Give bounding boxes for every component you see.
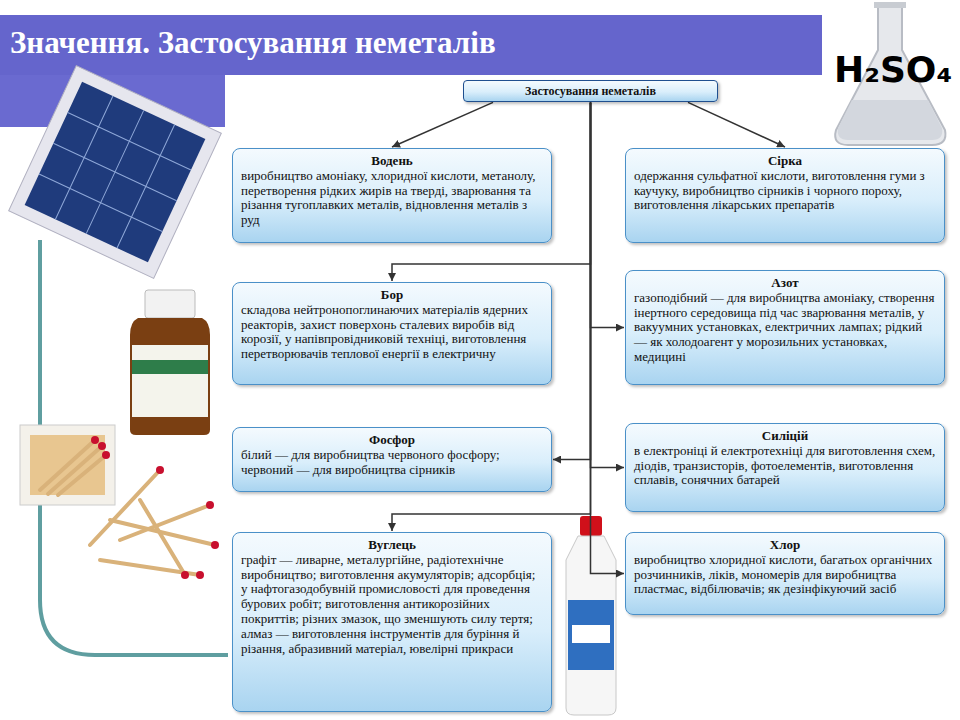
banner-band [0,15,822,75]
match [140,500,185,575]
panel-grid [25,82,206,263]
bottle-body [130,318,210,435]
box-heading: Азот [634,275,936,291]
label-stripe [132,360,208,374]
matchbox-tray [30,435,105,495]
box-heading: Застосування неметалів [470,84,711,98]
box-body: складова нейтронопоглинаючих матеріалів … [241,303,543,363]
panel-frame [9,66,222,279]
element-box: Воденьвиробництво амоніаку, хлоридної ки… [232,148,552,243]
connector-arrow [392,102,493,147]
root-box: Застосування неметалів [463,80,718,102]
matches-picture [20,425,219,579]
match-head [102,451,110,459]
box-heading: Хлор [634,537,936,553]
bottle-label [132,345,208,417]
box-body: виробництво хлоридної кислоти, багатьох … [634,553,936,598]
box-heading: Бор [241,287,543,303]
box-body: білий — для виробництва червоного фосфор… [241,448,543,478]
box-heading: Фосфор [241,432,543,448]
box-body: в електроніці й електротехніці для вигот… [634,444,936,489]
element-box: Сіркаодержання сульфатної кислоти, вигот… [625,148,945,243]
matchbox [20,425,115,505]
element-box: Фосфорбілий — для виробництва червоного … [232,427,552,492]
box-body: графіт — ливарне, металургійне, радіотех… [241,553,543,658]
box-body: виробництво амоніаку, хлоридної кислоти,… [241,169,543,229]
bottle-cap [145,290,195,318]
panel-cells [25,82,206,263]
match [48,446,102,494]
formula-label: H₂SO₄ [834,50,952,90]
connector-arrow [591,102,625,327]
match-sticks [40,440,215,575]
flask-liquid [838,100,943,140]
match-head [206,501,214,509]
label-panel [572,625,610,643]
match-head [181,571,189,579]
box-heading: Сірка [634,153,936,169]
bottle-label [568,600,614,670]
box-heading: Вуглець [241,537,543,553]
match [90,470,160,545]
match-heads [91,436,219,579]
match [40,440,95,490]
connector-arrow [553,102,591,459]
element-box: Силіційв електроніці й електротехніці дл… [625,423,945,512]
match-head [196,571,204,579]
box-body: газоподібний — для виробництва амоніаку,… [634,291,936,366]
element-box: Азотгазоподібний — для виробництва амоні… [625,270,945,385]
connector-arrow [591,102,625,573]
match-head [91,436,99,444]
element-box: Хлорвиробництво хлоридної кислоти, багат… [625,532,945,615]
solar-panel-picture [9,66,222,279]
connector-arrow [688,102,785,147]
slide-title: Значення. Застосування неметалів [10,25,496,61]
flask-rim [874,2,906,8]
match-head [156,466,164,474]
match-head [211,541,219,549]
boric-acid-bottle-picture [130,290,210,435]
match [120,505,210,540]
element-box: Вуглецьграфіт — ливарне, металургійне, р… [232,532,552,712]
element-box: Борскладова нейтронопоглинаючих матеріал… [232,282,552,385]
match-head [98,442,106,450]
connector-arrow [591,102,625,467]
match [58,455,106,495]
box-heading: Силіцій [634,428,936,444]
box-heading: Водень [241,153,543,169]
box-body: одержання сульфатної кислоти, виготовлен… [634,169,936,214]
